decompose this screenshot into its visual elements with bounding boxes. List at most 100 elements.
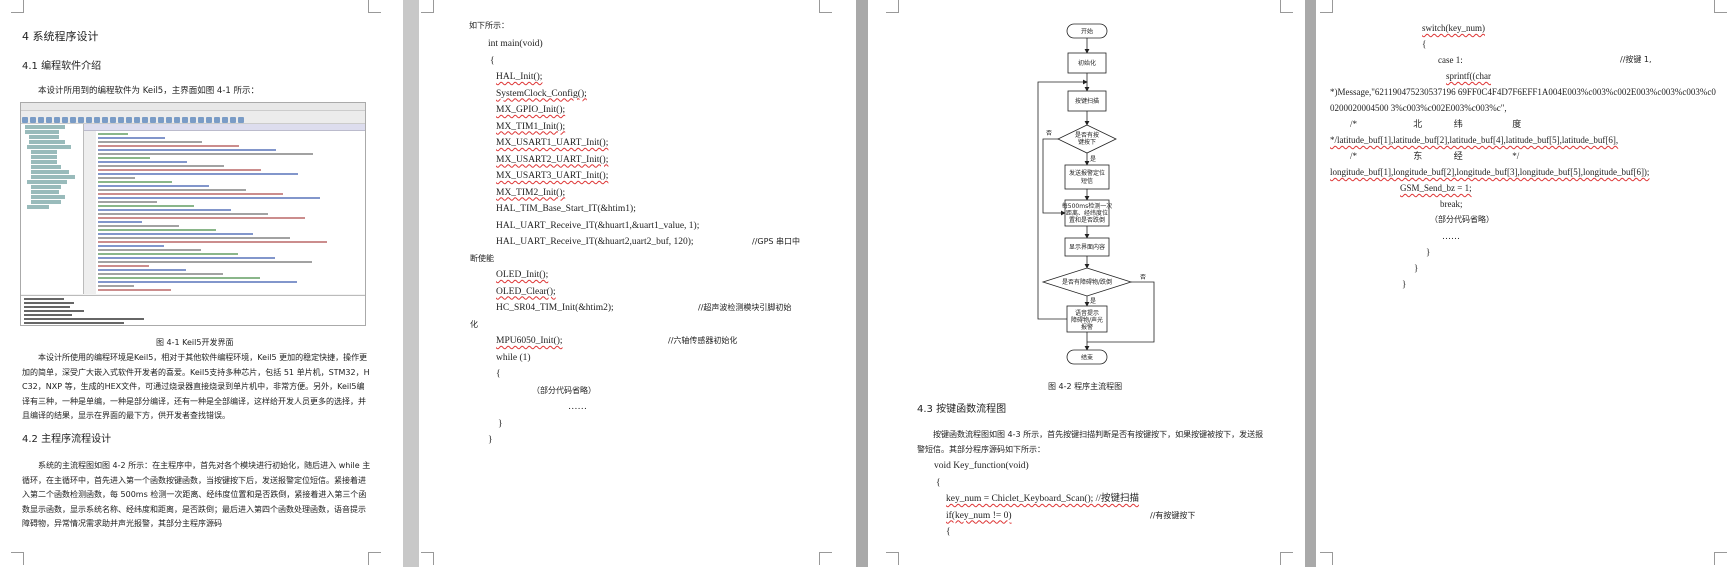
page-gutter [1305,0,1316,567]
intro-line: 本设计所用到的编程软件为 Keil5，主界面如图 4-1 所示： [38,86,260,96]
flow-label: 每500ms检测一次 [1062,202,1112,210]
flow-label: 报警 [1081,323,1093,331]
ide-code-line [98,285,134,287]
ide-code-line [98,261,312,263]
crop-mark [819,0,832,13]
code-line: key_num = Chiclet_Keyboard_Scan(); //按键扫… [934,491,1139,508]
code-text: MX_GPIO_Init(); [496,105,566,115]
ide-code-line [98,269,186,271]
crop-mark [1714,0,1727,13]
code-line: HAL_UART_Receive_IT(&huart1,&uart1_value… [488,218,699,235]
flow-alarm-box [1066,305,1108,333]
code-line: *)Message,"621190475230537196 69FF0C4F4D… [1330,87,1716,113]
paragraph-keil5: 本设计所使用的编程环境是Keil5，相对于其他软件编程环境，Keil5 更加的稳… [22,351,372,424]
ide-menubar [21,103,365,111]
ide-code-line [98,173,298,175]
ide-code-line [98,281,297,283]
code-text: MX_USART1_UART_Init(); [496,138,609,148]
ide-code-line [98,277,260,279]
section-heading-4-1: 4.1 编程软件介绍 [22,61,102,72]
ide-code-line [98,229,216,231]
ide-code-line [98,161,187,163]
code-line: MX_TIM1_Init(); [488,119,699,136]
ide-code-line [98,193,283,195]
ide-code-line [98,241,327,243]
crop-mark [11,552,24,565]
code-line: } [1414,263,1419,273]
code-text: MX_USART3_UART_Init(); [496,171,609,181]
ide-code-line [98,137,165,139]
crop-mark [421,552,434,565]
code-comment: 化 [470,319,478,329]
flow-label: 障碍物/声光 [1071,316,1103,324]
ide-code-line [98,189,246,191]
code-line: int main(void) [488,39,543,49]
ide-code-line [98,273,223,275]
paragraph-keil5-text: 本设计所使用的编程环境是Keil5，相对于其他软件编程环境，Keil5 更加的稳… [22,353,370,421]
code-text: MX_TIM1_Init(); [496,121,566,132]
code-line: MPU6050_Init();//六轴传感器初始化 [488,333,737,350]
document-page-1: 4 系统程序设计 4.1 编程软件介绍 本设计所用到的编程软件为 Keil5，主… [0,0,403,567]
ide-code-line [98,153,313,155]
ide-code-line [98,213,268,215]
code-text: switch(key_num) [1422,23,1485,33]
code-text: OLED_Init(); [496,270,549,280]
code-text: HAL_UART_Receive_IT(&huart2,uart2_buf, 1… [496,237,694,247]
ide-code-line [98,177,135,179]
flow-label: 是否有障碍物/跌倒 [1062,278,1112,286]
code-line: */latitude_buf[1],latitude_buf[2],latitu… [1330,132,1720,148]
code-text: HAL_UART_Receive_IT(&huart1,&uart1_value… [496,220,700,231]
section-heading-4-2: 4.2 主程序流程设计 [22,434,112,445]
flow-send-sms-box [1064,164,1110,190]
code-line: MX_USART1_UART_Init(); [488,135,699,152]
code-comment: 断使能 [470,253,494,263]
code-text: sprintf((char [1446,71,1491,81]
main-code-block: int main(void) { HAL_Init(); SystemClock… [470,36,800,449]
figure-caption-4-2: 图 4-2 程序主流程图 [1048,382,1123,391]
ide-code-line [98,169,261,171]
ide-code-line [98,217,305,219]
ide-code-line [98,201,157,203]
crop-mark [1280,0,1293,13]
document-page-4: switch(key_num) { case 1://按键 1, sprintf… [1316,0,1729,567]
code-text: MX_TIM2_Init(); [496,187,566,198]
ide-code-line [98,233,253,235]
flow-end-terminal [1066,349,1108,365]
code-line: sprintf((char [1330,68,1720,84]
ide-build-output [21,295,365,325]
ide-code-line [98,245,164,247]
code-line: { [1422,39,1427,49]
code-intro: 如下所示： [469,21,509,30]
code-line: void Key_function(void) [934,461,1029,471]
flow-label-no: 否 [1046,130,1052,137]
ide-code-line [98,149,276,151]
code-line: 化 [470,317,699,334]
paragraph-key-function-text: 按键函数流程图如图 4-3 所示，首先按键扫描判断是否有按键按下，如果按键被按下… [917,430,1264,454]
code-line: （部分代码省略） [1430,215,1494,224]
code-line: longitude_buf[1],longitude_buf[2],longit… [1330,164,1720,180]
code-text: */latitude_buf[1],latitude_buf[2],latitu… [1330,135,1619,145]
code-line: （部分代码省略） [532,385,596,395]
ide-code-line [98,181,172,183]
ide-code-line [98,257,275,259]
flow-detect-box [1064,199,1110,227]
flow-label-yes: 是 [1090,298,1096,305]
code-line: } [1426,247,1431,257]
ide-editor-pane [84,124,365,294]
code-text: MX_USART2_UART_Init(); [496,154,609,165]
code-line: } [498,418,503,429]
flow-label-no: 否 [1140,274,1146,281]
ide-code-line [98,141,202,143]
keil5-screenshot-figure [20,102,366,326]
document-page-2: 如下所示： int main(void) { HAL_Init(); Syste… [419,0,856,567]
code-text: HAL_Init(); [496,72,543,82]
vertical-scrollbar[interactable] [403,0,419,567]
code-text: GSM_Send_bz = 1; [1400,183,1472,193]
code-line: …… [1442,231,1460,241]
flow-label: 是否有按 [1075,131,1099,139]
ide-code-line [98,205,194,207]
ide-code-line [98,289,171,291]
paragraph-main-flow-text: 系统的主流程图如图 4-2 所示：在主程序中，首先对各个模块进行初始化，随后进入… [22,461,371,529]
page-gutter [856,0,868,567]
code-line: OLED_Init(); [488,267,699,284]
